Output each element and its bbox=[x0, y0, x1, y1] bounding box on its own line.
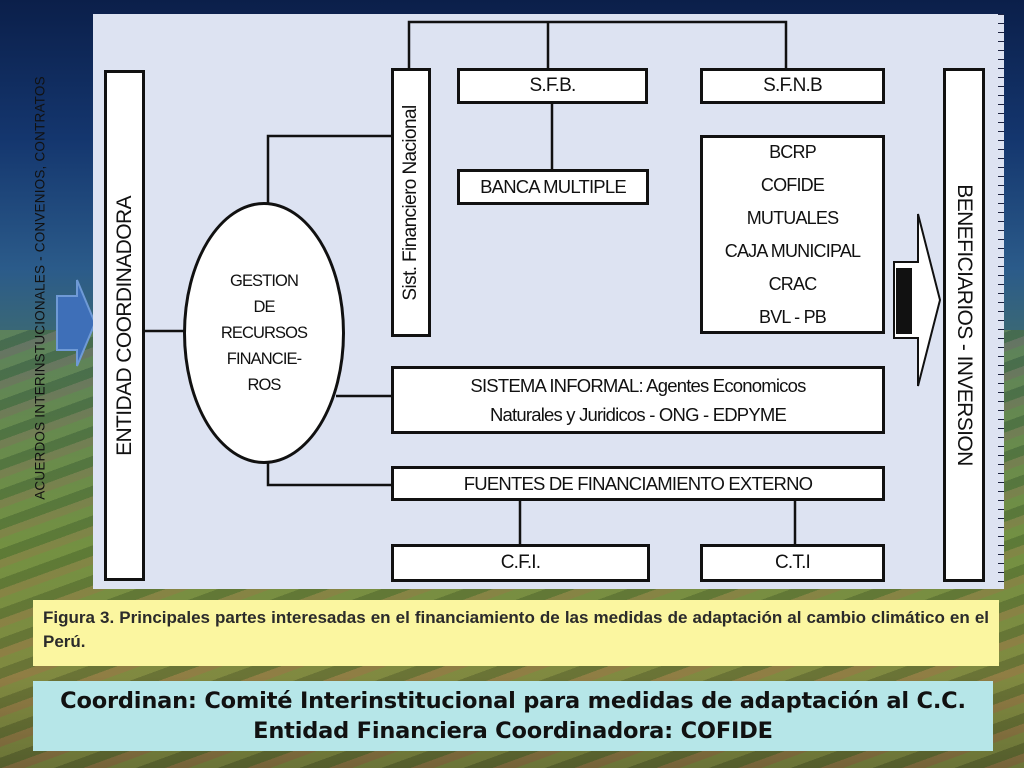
panel-ruler bbox=[998, 14, 1004, 589]
sfnb-list-box: BCRP COFIDE MUTUALES CAJA MUNICIPAL CRAC… bbox=[700, 135, 885, 334]
right-block-arrow-icon bbox=[893, 213, 942, 387]
banca-multiple-label: BANCA MULTIPLE bbox=[480, 176, 627, 197]
sfnb-item: BCRP bbox=[769, 141, 817, 162]
gestion-line-4: FINANCIE- bbox=[226, 350, 302, 368]
entidad-coordinadora-label: ENTIDAD COORDINADORA bbox=[112, 195, 136, 456]
sfnb-item: CRAC bbox=[768, 273, 818, 294]
beneficiarios-label: BENEFICIARIOS - INVERSION bbox=[953, 184, 976, 466]
coordinan-line-2: Entidad Financiera Coordinadora: COFIDE bbox=[253, 718, 773, 744]
sfb-box: S.F.B. bbox=[457, 68, 648, 104]
gestion-line-1: GESTION bbox=[230, 272, 299, 290]
sfnb-box: S.F.N.B bbox=[700, 68, 885, 104]
sfnb-item: CAJA MUNICIPAL bbox=[724, 240, 861, 261]
sfnb-item: BVL - PB bbox=[759, 306, 827, 327]
cti-box: C.T.I bbox=[700, 544, 885, 582]
gestion-line-3: RECURSOS bbox=[220, 324, 308, 342]
gestion-line-5: ROS bbox=[247, 376, 281, 394]
sistema-informal-line-2: Naturales y Juridicos - ONG - EDPYME bbox=[489, 404, 787, 425]
coordinan-line-1: Coordinan: Comité Interinstitucional par… bbox=[60, 688, 966, 714]
gestion-line-2: DE bbox=[253, 298, 275, 316]
gestion-recursos-ellipse: GESTION DE RECURSOS FINANCIE- ROS bbox=[183, 202, 345, 464]
cfi-label: C.F.I. bbox=[500, 552, 541, 573]
sist-financiero-box: Sist. Financiero Nacional bbox=[391, 68, 431, 337]
sfnb-label: S.F.N.B bbox=[763, 75, 823, 96]
coordinan-box: Coordinan: Comité Interinstitucional par… bbox=[33, 681, 993, 751]
sist-financiero-label: Sist. Financiero Nacional bbox=[400, 104, 421, 301]
fuentes-financiamiento-box: FUENTES DE FINANCIAMIENTO EXTERNO bbox=[391, 466, 885, 501]
banca-multiple-box: BANCA MULTIPLE bbox=[457, 169, 649, 205]
fuentes-financiamiento-label: FUENTES DE FINANCIAMIENTO EXTERNO bbox=[463, 472, 813, 494]
sistema-informal-line-1: SISTEMA INFORMAL: Agentes Economicos bbox=[470, 375, 806, 396]
beneficiarios-box: BENEFICIARIOS - INVERSION bbox=[943, 68, 985, 582]
cti-label: C.T.I bbox=[774, 552, 811, 573]
figure-caption-text: Figura 3. Principales partes interesadas… bbox=[43, 608, 989, 651]
left-blue-arrow-icon bbox=[56, 279, 97, 367]
sfnb-item: MUTUALES bbox=[746, 207, 839, 228]
entidad-coordinadora-box: ENTIDAD COORDINADORA bbox=[104, 70, 145, 581]
sfnb-item: COFIDE bbox=[760, 174, 825, 195]
sfb-label: S.F.B. bbox=[529, 75, 577, 96]
cfi-box: C.F.I. bbox=[391, 544, 650, 582]
figure-caption: Figura 3. Principales partes interesadas… bbox=[33, 600, 999, 666]
sistema-informal-box: SISTEMA INFORMAL: Agentes Economicos Nat… bbox=[391, 366, 885, 434]
